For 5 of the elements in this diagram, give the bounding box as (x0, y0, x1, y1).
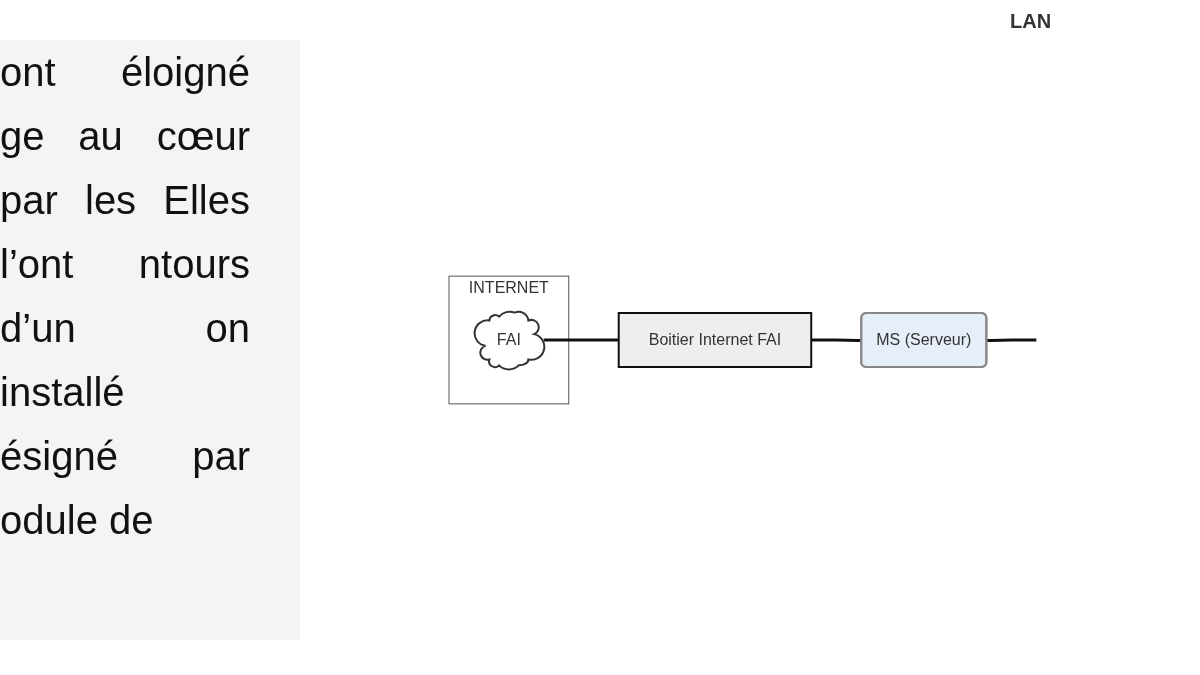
node-box: Boitier Internet FAI (618, 312, 813, 368)
connector (987, 338, 1037, 342)
region-label: LAN (1010, 10, 1052, 33)
connector (544, 338, 620, 342)
paragraph-text: ont éloigné ge au cœur par les Elles l’ont ntours d’un on installé ésigné par odule de (0, 40, 300, 640)
